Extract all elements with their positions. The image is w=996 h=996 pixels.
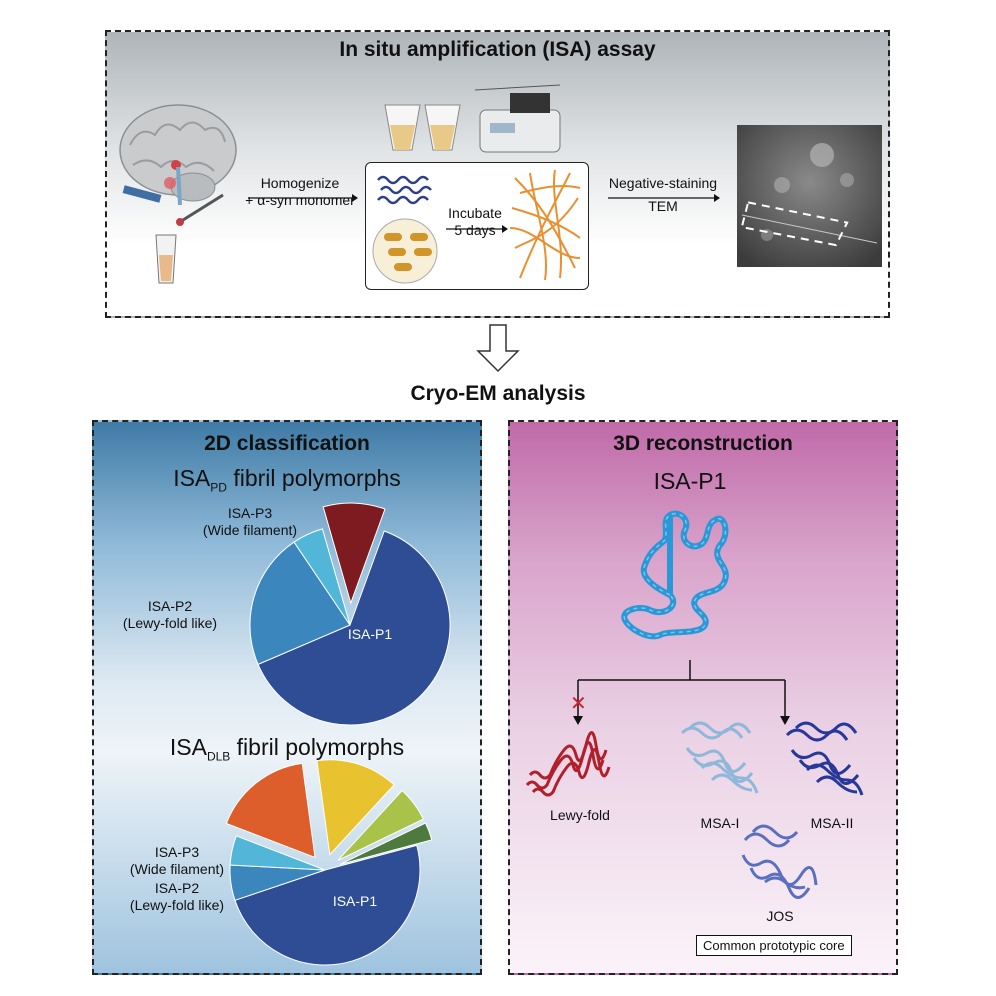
pie-slice-isa-p3-wide-filament- <box>229 835 326 871</box>
pie-slice-dark-green <box>339 822 433 865</box>
classification-title: 2D classification <box>204 432 370 455</box>
dlb-polymorphs-heading: ISADLB fibril polymorphs <box>169 734 405 764</box>
reconstruction-title: 3D reconstruction <box>613 432 793 455</box>
pd-polymorphs-heading: ISAPD fibril polymorphs <box>173 465 401 495</box>
lewy-fold-structure <box>525 731 611 797</box>
tem-micrograph <box>737 125 882 267</box>
msa-i-label: MSA-I <box>700 815 740 831</box>
monomer-squiggles <box>377 175 432 205</box>
pie-slice-isa-p3-wide-filament- <box>293 528 351 626</box>
cryo-em-title: Cryo-EM analysis <box>410 382 586 405</box>
step-homogenize-label: Homogenize + α-syn monomer <box>245 175 355 208</box>
reconstruction-tree <box>573 660 790 725</box>
pie-slice-isa-p2-lewy-fold-like- <box>249 541 351 666</box>
pie-slice-isa-p1 <box>234 844 421 966</box>
step-incubate-label: Incubate 5 days <box>448 205 502 238</box>
pie-chart-pd <box>249 502 451 726</box>
pie-chart-dlb <box>225 759 433 966</box>
pie-slice-orange <box>225 762 316 859</box>
pie-slice-light-green <box>337 789 425 861</box>
homogenate-beads <box>372 218 438 284</box>
step-tem-label: Negative-staining TEM <box>608 175 718 214</box>
pd-label-p1: ISA-P1 <box>347 626 393 642</box>
step-arrow-3 <box>608 194 720 202</box>
dlb-label-p2: ISA-P2 (Lewy-fold like) <box>129 880 225 913</box>
assay-title: In situ amplification (ISA) assay <box>339 38 656 61</box>
pd-label-p3: ISA-P3 (Wide filament) <box>202 505 298 538</box>
common-core-box: Common prototypic core <box>696 935 852 956</box>
rejected-x-icon: ✕ <box>570 693 587 715</box>
jos-structure <box>741 824 818 899</box>
brain-illustration <box>119 104 237 284</box>
isa-p1-model-label: ISA-P1 <box>653 468 727 494</box>
pie-slice-yellow <box>316 759 395 856</box>
pie-slice-other <box>322 502 386 605</box>
msa-i-structure <box>680 721 759 794</box>
step-arrow-1 <box>248 194 358 202</box>
msa-ii-label: MSA-II <box>810 815 854 831</box>
step-arrow-2 <box>446 225 508 233</box>
msa-ii-structure <box>785 721 864 796</box>
lewy-fold-label: Lewy-fold <box>550 807 610 823</box>
reconstruction-panel <box>508 420 898 975</box>
dlb-label-p3: ISA-P3 (Wide filament) <box>129 844 225 877</box>
dlb-label-p1: ISA-P1 <box>332 893 378 909</box>
tubes-and-shaker <box>384 84 561 153</box>
down-arrow <box>476 324 520 373</box>
pd-label-p2: ISA-P2 (Lewy-fold like) <box>122 598 218 631</box>
amplified-fibrils <box>509 169 581 281</box>
pie-slice-isa-p1 <box>257 530 451 726</box>
jos-label: JOS <box>766 908 794 924</box>
isa-p1-structure <box>621 510 729 640</box>
